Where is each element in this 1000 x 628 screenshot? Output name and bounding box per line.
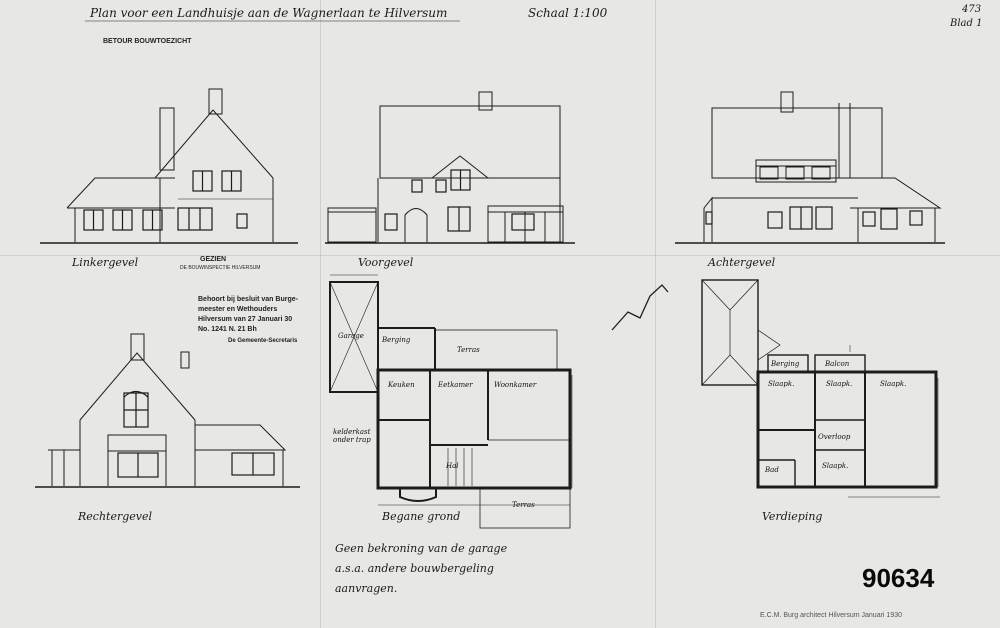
left-elevation	[40, 88, 298, 244]
room-label: Overloop	[818, 433, 851, 441]
upper-floor-plan	[701, 279, 940, 498]
elevation-front-label: Voorgevel	[358, 256, 414, 269]
room-label: Slaapk.	[822, 462, 849, 470]
room-label: Berging	[771, 360, 800, 368]
sheet-subtitle: BETOUR BOUWTOEZICHT	[103, 38, 192, 45]
fold-line	[655, 0, 656, 628]
sheet-number: 473	[962, 4, 982, 15]
fold-line	[320, 0, 321, 628]
sheet-label: Blad 1	[950, 18, 983, 29]
stamp-signature: De Gemeente-Secretaris	[228, 338, 298, 344]
room-label: Slaapk.	[880, 380, 907, 388]
right-elevation	[35, 333, 300, 488]
stamp-approval-line: No. 1241 N. 21 Bh	[198, 326, 257, 333]
ground-floor-plan	[329, 274, 573, 529]
annotation-line: a.s.a. andere bouwbergeling	[335, 562, 494, 575]
stamp-seen-title: GEZIEN	[200, 256, 227, 263]
fold-line	[0, 255, 1000, 256]
sheet-scale: Schaal 1:100	[528, 6, 608, 20]
room-label: Terras	[457, 346, 480, 354]
elevation-rear-label: Achtergevel	[708, 256, 776, 269]
room-label: Hal	[446, 462, 459, 470]
stamp-approval-line: meester en Wethouders	[198, 306, 278, 313]
front-elevation	[325, 91, 575, 244]
elevation-right-label: Rechtergevel	[78, 510, 153, 523]
room-label: Eetkamer	[438, 381, 473, 389]
room-label: Balcon	[825, 360, 850, 368]
room-label: kelderkast onder trap	[333, 428, 371, 444]
room-label: Keuken	[388, 381, 415, 389]
footer-signature: E.C.M. Burg architect Hilversum Januari …	[760, 612, 902, 619]
archive-number: 90634	[862, 563, 935, 593]
stamp-approval-line: Behoort bij besluit van Burge-	[198, 296, 298, 303]
room-label: Garage	[338, 332, 364, 340]
stamp-approval-line: Hilversum van 27 Januari 30	[198, 316, 293, 323]
plan-ground-label: Begane grond	[382, 510, 461, 523]
pen-scribble	[611, 284, 669, 331]
plan-upper-label: Verdieping	[762, 510, 823, 523]
sheet-title: Plan voor een Landhuisje aan de Wagnerla…	[90, 6, 448, 20]
room-label: Woonkamer	[494, 381, 537, 389]
room-label: Slaapk.	[826, 380, 853, 388]
annotation-line: Geen bekroning van de garage	[335, 542, 508, 555]
room-label: Bad	[765, 466, 779, 474]
stamp-seen-sub: DE BOUWINSPECTIE HILVERSUM	[180, 265, 261, 271]
room-label: Terras	[512, 501, 535, 509]
annotation-line: aanvragen.	[335, 582, 398, 595]
rear-elevation	[675, 91, 945, 244]
room-label: Berging	[382, 336, 411, 344]
elevation-left-label: Linkergevel	[72, 256, 139, 269]
room-label: Slaapk.	[768, 380, 795, 388]
